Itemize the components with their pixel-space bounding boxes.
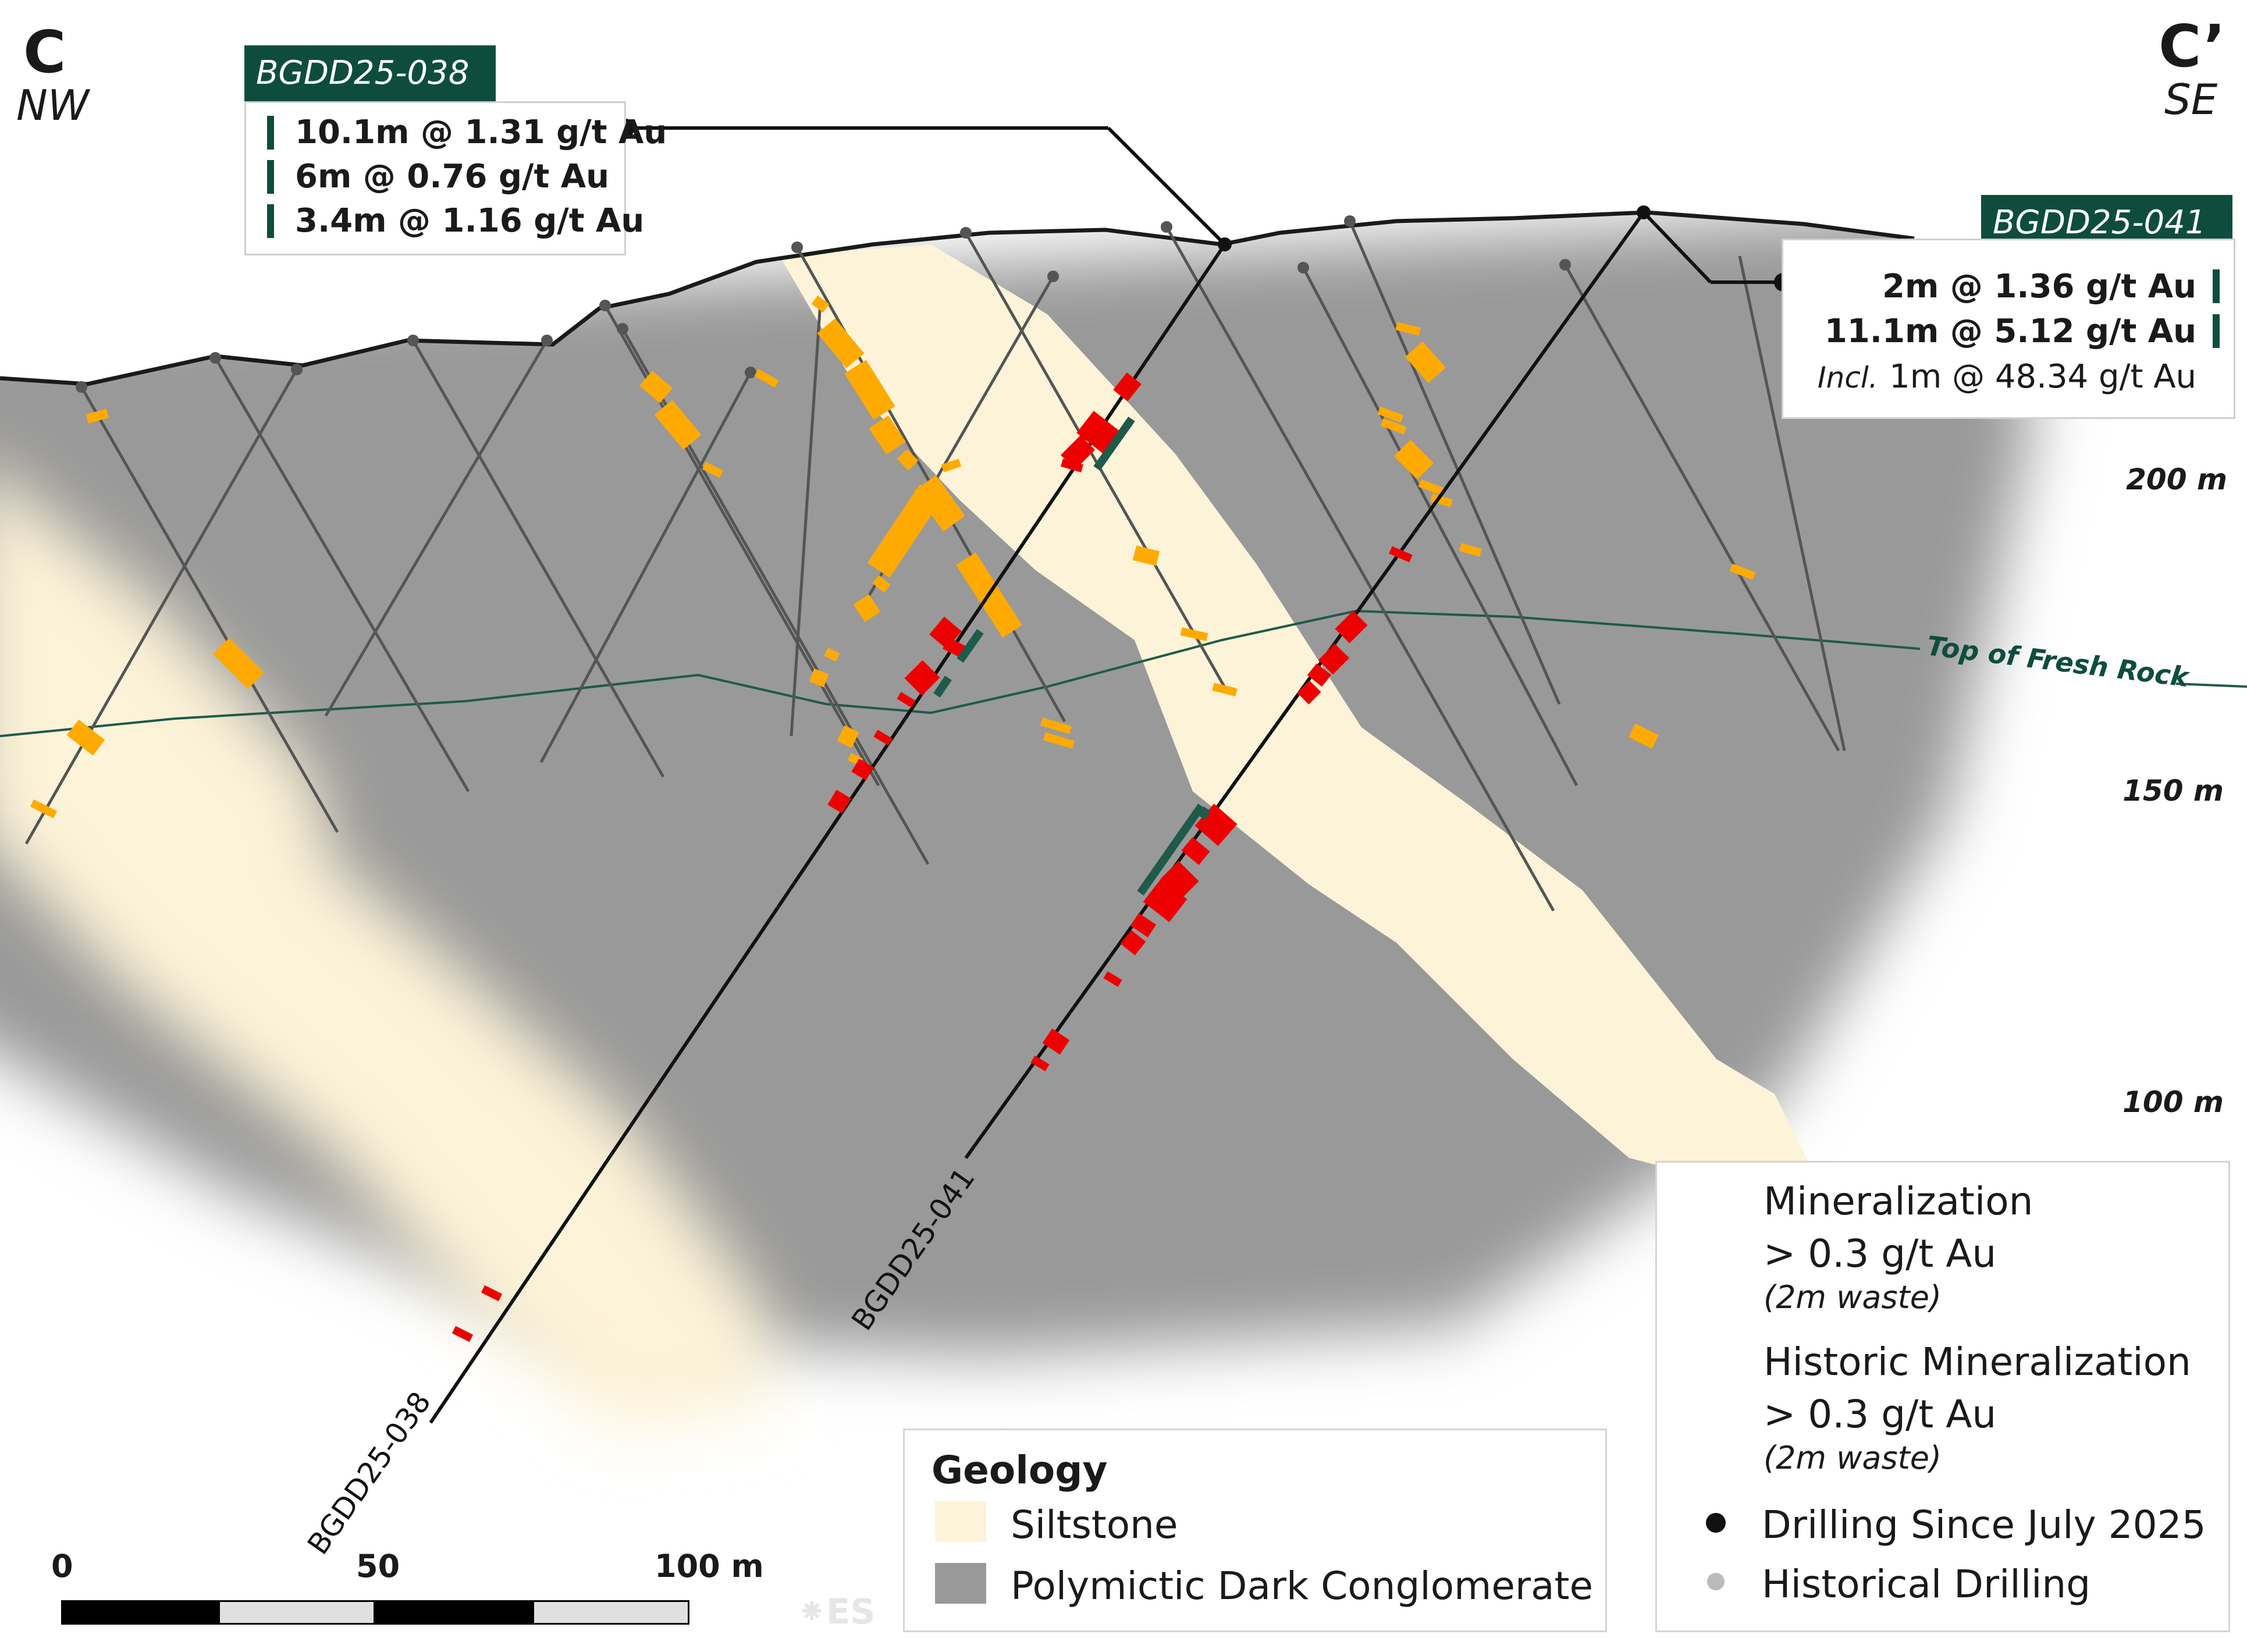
interval-marker <box>2213 269 2220 303</box>
legend-mineralization-title: Mineralization <box>1764 1179 2033 1224</box>
hole-tag-038: BGDD25-038 <box>244 45 496 101</box>
legend-historic-grade: > 0.3 g/t Au <box>1764 1392 1997 1437</box>
historical-collars <box>76 215 1571 393</box>
intercept-callout-038: 10.1m @ 1.31 g/t Au 6m @ 0.76 g/t Au 3.4… <box>244 101 667 255</box>
geology-unit-siltstone: Siltstone <box>1011 1502 1178 1547</box>
incl-value: 1m @ 48.34 g/t Au <box>1889 358 2196 396</box>
historical-drill-holes <box>24 221 1846 912</box>
legend-drilling-historic: Historical Drilling <box>1762 1562 2091 1607</box>
section-start-letter: C <box>23 18 66 86</box>
historic-drilling-dot-icon <box>1707 1573 1725 1590</box>
intercept-row: 6m @ 0.76 g/t Au <box>295 158 609 196</box>
intercept-row: 2m @ 1.36 g/t Au <box>1882 268 2196 305</box>
legend-drilling-recent: Drilling Since July 2025 <box>1762 1502 2206 1547</box>
scale-label-50: 50 <box>356 1548 400 1585</box>
elevation-label-150: 150 m <box>2122 774 2224 808</box>
scale-segment <box>61 1600 218 1625</box>
geology-legend: Geology Siltstone Polymictic Dark Conglo… <box>903 1429 1607 1632</box>
geology-unit-conglomerate: Polymictic Dark Conglomerate <box>1011 1564 1594 1608</box>
legend-mineralization-grade: > 0.3 g/t Au <box>1764 1231 1997 1276</box>
scale-label-100: 100 m <box>655 1548 764 1585</box>
intercept-row-incl: Incl. 1m @ 48.34 g/t Au <box>1818 357 2196 398</box>
scale-label-0: 0 <box>51 1548 73 1585</box>
interval-marker <box>267 160 274 194</box>
reported-intervals <box>933 416 1211 896</box>
elevation-label-100: 100 m <box>2122 1085 2224 1119</box>
siltstone-bands <box>0 244 1833 1431</box>
conglomerate-swatch <box>935 1563 986 1604</box>
legend-mineralization-note: (2m waste) <box>1764 1279 1942 1316</box>
interval-marker <box>267 116 274 150</box>
watermark: ⁕ES <box>797 1591 876 1632</box>
legend-historic-note: (2m waste) <box>1764 1440 1942 1476</box>
legend-historic-title: Historic Mineralization <box>1764 1340 2191 1384</box>
geology-title: Geology <box>931 1448 1108 1493</box>
siltstone-band-west <box>0 454 774 1431</box>
topography-line <box>0 210 1915 386</box>
intercept-row: 11.1m @ 5.12 g/t Au <box>1824 312 2196 350</box>
intercept-row: 3.4m @ 1.16 g/t Au <box>295 202 645 240</box>
mineralization-intercepts <box>451 372 1413 1342</box>
section-end-direction: SE <box>2164 75 2218 124</box>
interval-marker <box>2213 314 2220 348</box>
incl-prefix: Incl. <box>1817 361 1878 395</box>
section-start-direction: NW <box>16 81 90 130</box>
elevation-label-200: 200 m <box>2126 463 2227 496</box>
fresh-rock-line-end <box>2175 683 2247 688</box>
recent-drilling-dot-icon <box>1706 1513 1726 1533</box>
intercept-callout-041: 2m @ 1.36 g/t Au 11.1m @ 5.12 g/t Au Inc… <box>1782 239 2235 419</box>
mineralization-legend: Mineralization > 0.3 g/t Au (2m waste) H… <box>1655 1161 2230 1632</box>
scale-segment <box>218 1600 375 1625</box>
scale-segment <box>375 1600 532 1625</box>
siltstone-band-east <box>780 244 1833 1210</box>
interval-marker <box>267 204 274 238</box>
hole-label-038: BGDD25-038 <box>301 1385 438 1561</box>
section-end-letter: C’ <box>2159 12 2226 80</box>
scale-segment <box>532 1600 689 1625</box>
intercept-row: 10.1m @ 1.31 g/t Au <box>295 113 667 151</box>
siltstone-swatch <box>935 1501 986 1542</box>
